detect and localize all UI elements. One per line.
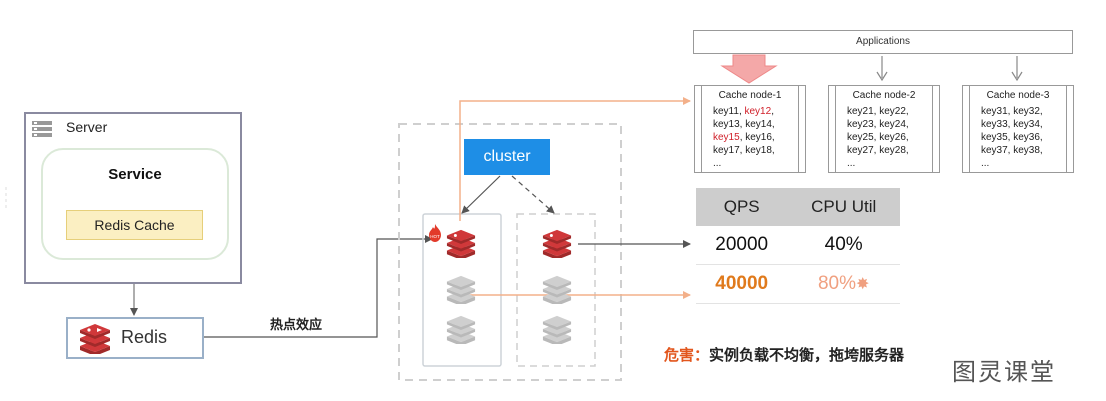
cache-node-title: Cache node-2 <box>852 90 916 101</box>
cache-key-text: key17, key18, <box>713 145 775 156</box>
service-title: Service <box>108 166 162 183</box>
harm-note: 危害：实例负载不均衡，拖垮服务器 <box>664 344 904 365</box>
cache-key-text: , key16, <box>739 132 775 143</box>
cache-key-text: key31, key32, <box>981 106 1043 117</box>
cache-node-3: Cache node-3 key31, key32,key33, key34,k… <box>962 85 1074 173</box>
redis-cache-box: Redis Cache <box>66 210 203 240</box>
cache-key-text: key27, key28, <box>847 145 909 156</box>
cache-key-text: key25, key26, <box>847 132 909 143</box>
cluster-group-1 <box>422 213 502 367</box>
cache-key-text: key23, key24, <box>847 119 909 130</box>
cache-node-keys: key31, key32, key33, key34, key35, key36, k… <box>981 105 1043 170</box>
hot-traffic-arrow-icon <box>720 54 778 84</box>
cache-key-line: key23, key24, <box>847 118 909 131</box>
cache-node-title: Cache node-3 <box>986 90 1050 101</box>
down-arrow-icon <box>876 71 888 82</box>
server-label: Server <box>66 119 108 135</box>
cache-key-text: key12 <box>744 106 772 117</box>
burst-icon: ✸ <box>855 276 870 293</box>
cluster-outer-dashed-box <box>398 123 622 381</box>
cache-key-line: key27, key28, <box>847 144 909 157</box>
down-arrow-icon <box>1011 71 1023 82</box>
cache-key-text: key11, <box>713 106 745 117</box>
cache-key-line: key31, key32, <box>981 105 1043 118</box>
cache-node-keys: key11, key12,key13, key14,key15, key16,k… <box>713 105 775 170</box>
cache-key-text: ... <box>981 158 990 169</box>
qps-cell: 20000 <box>696 226 788 265</box>
table-header-row: QPS CPU Util <box>696 188 900 226</box>
svg-text:HOT: HOT <box>430 234 440 239</box>
cache-key-line: key11, key12, <box>713 105 775 118</box>
cache-key-line: key13, key14, <box>713 118 775 131</box>
qps-cell: 40000 <box>696 264 788 304</box>
qps-header: QPS <box>696 188 788 226</box>
cache-key-line: ... <box>713 157 775 170</box>
service-box <box>41 148 229 260</box>
cache-node-keys: key21, key22, key23, key24, key25, key26, k… <box>847 105 909 170</box>
redis-replica-icon <box>540 274 574 309</box>
redis-replica-icon <box>444 314 478 349</box>
cache-key-text: key37, key38, <box>981 145 1043 156</box>
server-rack-icon <box>32 121 52 142</box>
redis-node-hot-icon <box>444 228 478 263</box>
applications-box: Applications <box>693 30 1073 54</box>
hot-badge-icon: HOT <box>428 224 442 242</box>
cache-key-line: key21, key22, <box>847 105 909 118</box>
cache-key-text: key33, key34, <box>981 119 1043 130</box>
cpu-cell: 40% <box>787 226 900 265</box>
redis-node-icon <box>540 228 574 263</box>
table-row: 40000 80%✸ <box>696 264 900 304</box>
cpu-value: 80% <box>817 273 856 294</box>
cache-key-line: ... <box>847 157 909 170</box>
redis-replica-icon <box>444 274 478 309</box>
cache-key-text: key13, key14, <box>713 119 775 130</box>
cache-key-text: key15 <box>713 132 740 143</box>
cache-key-text: key35, key36, <box>981 132 1043 143</box>
cache-key-text: key21, key22, <box>847 106 909 117</box>
cache-key-line: key33, key34, <box>981 118 1043 131</box>
redis-replica-icon <box>540 314 574 349</box>
cache-key-line: key17, key18, <box>713 144 775 157</box>
cache-node-1: Cache node-1 key11, key12,key13, key14,k… <box>694 85 806 173</box>
cache-key-line: key35, key36, <box>981 131 1043 144</box>
cache-key-line: key37, key38, <box>981 144 1043 157</box>
redis-label: Redis <box>121 327 168 347</box>
harm-label: 危害： <box>664 347 710 364</box>
cache-key-line: key15, key16, <box>713 131 775 144</box>
cache-key-line: key25, key26, <box>847 131 909 144</box>
harm-text: 实例负载不均衡，拖垮服务器 <box>709 347 905 364</box>
watermark: 图灵课堂 <box>952 359 1056 386</box>
cache-key-line: ... <box>981 157 1043 170</box>
cache-key-text: ... <box>713 158 722 169</box>
cluster-label: cluster <box>464 139 550 175</box>
cache-node-title: Cache node-1 <box>718 90 782 101</box>
cache-node-2: Cache node-2 key21, key22,key23, key24,k… <box>828 85 940 173</box>
hot-key-effect-label: 热点效应 <box>270 317 323 332</box>
cluster-group-2 <box>516 213 596 367</box>
metrics-table: QPS CPU Util 20000 40% 40000 80%✸ <box>696 188 900 304</box>
redis-logo-icon <box>78 322 112 359</box>
cache-key-text: ... <box>847 158 856 169</box>
cache-key-text: , <box>771 106 774 117</box>
table-row: 20000 40% <box>696 226 900 265</box>
cpu-cell: 80%✸ <box>787 264 900 304</box>
cpu-util-header: CPU Util <box>787 188 900 226</box>
